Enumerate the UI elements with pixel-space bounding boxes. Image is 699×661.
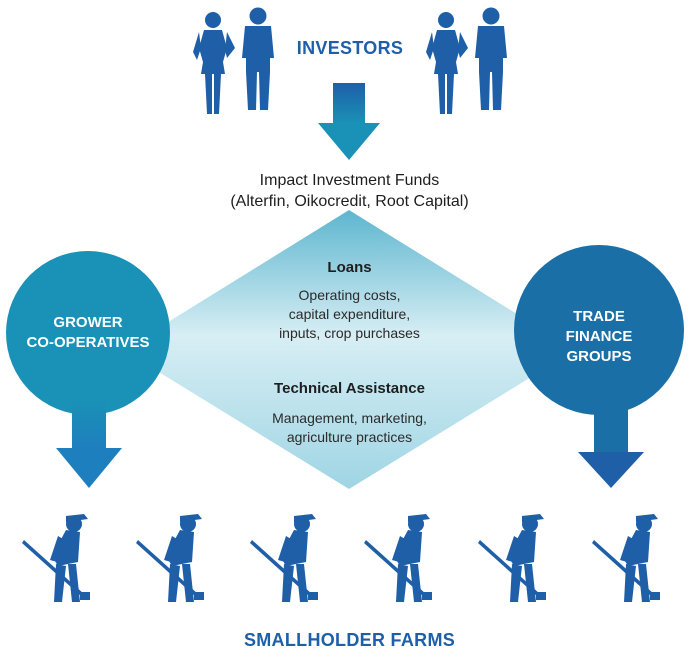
- right-circle-line: GROUPS: [566, 348, 632, 365]
- investor-man-right-icon: [475, 7, 507, 110]
- left-circle-line: GROWER: [53, 314, 123, 331]
- funding-diamond: [123, 210, 575, 489]
- investors-down-arrow: [318, 83, 380, 160]
- grower-cooperatives-label: GROWER CO-OPERATIVES: [6, 313, 170, 353]
- farmer-icon: [22, 514, 90, 602]
- farmer-figures: [22, 514, 660, 602]
- trade-finance-circle: [514, 245, 684, 415]
- grower-cooperatives-circle: [6, 251, 170, 415]
- loans-line: Operating costs,: [298, 287, 401, 303]
- loans-heading: Loans: [327, 259, 372, 276]
- investor-man-left-icon: [242, 7, 274, 110]
- farmer-icon: [364, 514, 432, 602]
- assistance-line: Management, marketing,: [272, 410, 427, 426]
- loans-details: Operating costs, capital expenditure, in…: [220, 286, 479, 343]
- left-down-arrow: [56, 400, 122, 488]
- trade-finance-label: TRADE FINANCE GROUPS: [529, 307, 669, 367]
- loans-line: inputs, crop purchases: [279, 325, 420, 341]
- farmer-icon: [592, 514, 660, 602]
- funds-block: Impact Investment Funds (Alterfin, Oikoc…: [150, 170, 549, 212]
- funds-examples: (Alterfin, Oikocredit, Root Capital): [230, 193, 469, 210]
- investors-label: INVESTORS: [296, 38, 404, 58]
- assistance-heading: Technical Assistance: [274, 380, 425, 397]
- assistance-details: Management, marketing, agriculture pract…: [220, 409, 479, 447]
- investor-woman-left-icon: [193, 12, 235, 114]
- farmer-icon: [136, 514, 204, 602]
- farmer-icon: [478, 514, 546, 602]
- loans-line: capital expenditure,: [288, 306, 411, 322]
- left-circle-line: CO-OPERATIVES: [26, 334, 150, 351]
- assistance-line: agriculture practices: [286, 429, 413, 445]
- smallholder-farms-label: SMALLHOLDER FARMS: [243, 630, 456, 650]
- funds-title: Impact Investment Funds: [259, 172, 440, 189]
- right-circle-line: TRADE: [573, 308, 625, 325]
- farmer-icon: [250, 514, 318, 602]
- right-down-arrow: [578, 404, 644, 488]
- investor-woman-right-icon: [426, 12, 468, 114]
- right-circle-line: FINANCE: [565, 328, 633, 345]
